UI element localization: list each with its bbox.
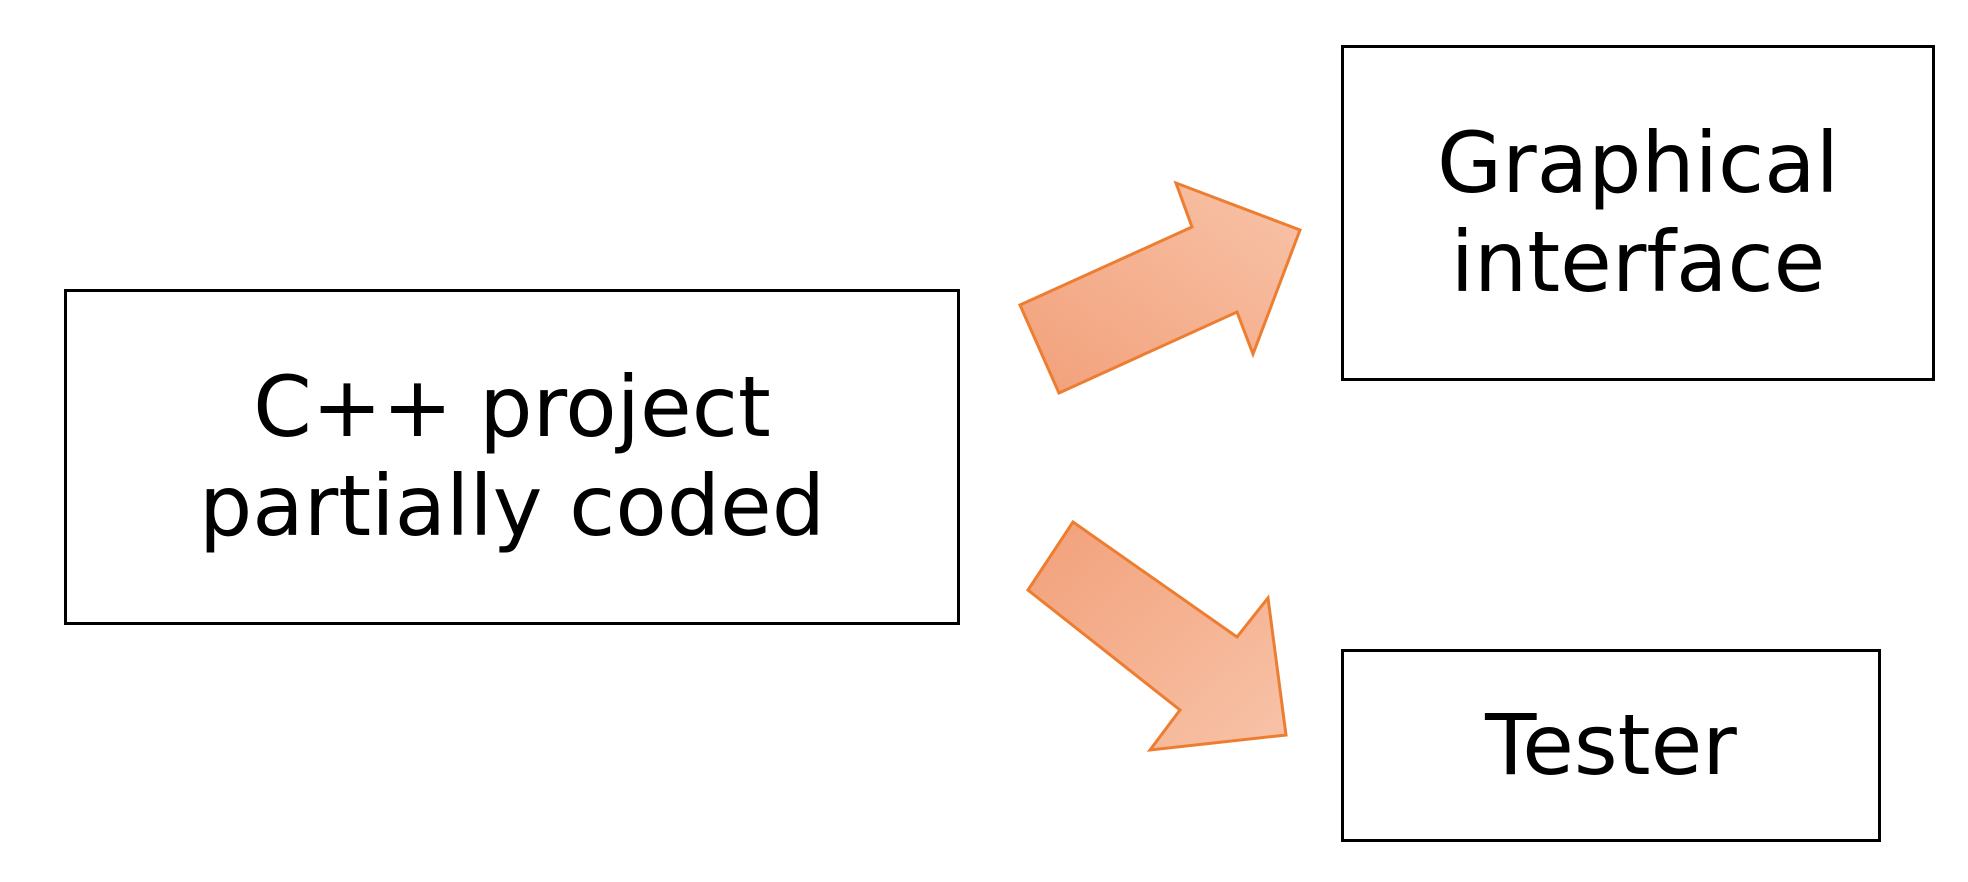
graphical-interface-label-line1: Graphical [1437,113,1839,212]
arrow-to-tester [1025,519,1288,752]
cpp-project-label-line1: C++ project [253,357,771,456]
cpp-project-box: C++ project partially coded [64,289,960,625]
tester-label: Tester [1485,695,1737,794]
tester-box: Tester [1341,649,1881,842]
arrow-to-graphical-interface [1018,180,1302,395]
graphical-interface-box: Graphical interface [1341,45,1935,381]
cpp-project-label-line2: partially coded [198,457,826,555]
graphical-interface-label-line2: interface [1450,213,1826,311]
